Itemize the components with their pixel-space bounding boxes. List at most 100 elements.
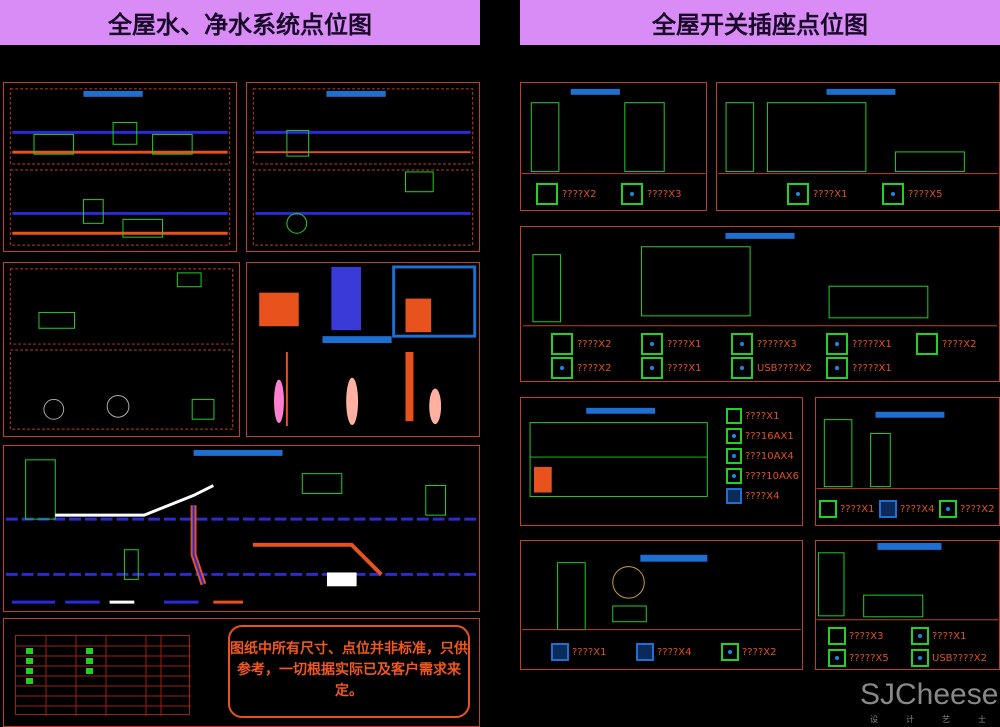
socket-label: ????X2 xyxy=(742,646,777,658)
socket-label: ?????X5 xyxy=(849,652,889,664)
socket-icon xyxy=(879,500,897,518)
socket-icon xyxy=(621,183,643,205)
water-elevation-2 xyxy=(246,82,480,252)
sjcheese-logo: SJCheese xyxy=(860,678,999,711)
socket-panel-entry: ????X2 ????X3 xyxy=(520,82,707,211)
socket-icon xyxy=(726,408,742,424)
socket-label: ????X4 xyxy=(745,490,780,502)
socket-icon xyxy=(551,357,573,379)
socket-icon xyxy=(911,627,929,645)
socket-icon xyxy=(828,649,846,667)
socket-panel-dining: ????X1 ????X5 xyxy=(716,82,1000,211)
socket-label: ????10AX6 xyxy=(745,470,800,482)
socket-label: ????X1 xyxy=(667,362,702,374)
socket-legend-item: ????X4 xyxy=(636,643,691,661)
socket-legend-item: ????X3 xyxy=(828,627,883,645)
socket-legend-item: ?????X1 xyxy=(826,357,892,379)
socket-legend-item: ?????X3 xyxy=(731,333,797,355)
socket-icon xyxy=(636,643,654,661)
disclaimer-note: 图纸中所有尺寸、点位并非标准，只供参考，一切根据实际已及客户需求来定。 xyxy=(228,625,470,718)
socket-label: ?????X1 xyxy=(852,338,892,350)
socket-label: ???16AX1 xyxy=(745,430,794,442)
socket-icon xyxy=(551,333,573,355)
socket-label: ????X2 xyxy=(942,338,977,350)
socket-label: ????X1 xyxy=(745,410,780,422)
socket-panel-kitchen: ????X1 ???16AX1 ???10AX4 ????10AX6 ????X… xyxy=(520,397,803,526)
socket-legend-item: ????X2 xyxy=(916,333,976,355)
socket-label: ????X4 xyxy=(657,646,692,658)
socket-legend-item: ????X1 xyxy=(819,500,874,518)
logo-subtitle: 设计艺士 xyxy=(870,715,1000,724)
socket-legend-item: ????X3 xyxy=(621,183,681,205)
socket-legend-item: ????X2 xyxy=(939,500,994,518)
socket-label: ???10AX4 xyxy=(745,450,794,462)
socket-icon xyxy=(726,488,742,504)
socket-legend-item: ????X2 xyxy=(551,357,611,379)
socket-label: USB????X2 xyxy=(757,362,812,374)
socket-label: ????X3 xyxy=(849,630,884,642)
socket-legend-item: ?????X5 xyxy=(828,649,889,667)
socket-icon xyxy=(826,357,848,379)
socket-label: ????X2 xyxy=(577,362,612,374)
socket-legend-item: ????10AX6 xyxy=(726,468,799,484)
socket-legend-item: ????X1 xyxy=(641,357,701,379)
shower-diagram xyxy=(246,262,480,437)
socket-legend-item: ????X5 xyxy=(882,183,942,205)
socket-icon xyxy=(911,649,929,667)
water-elevation-1 xyxy=(3,82,237,252)
socket-icon xyxy=(726,428,742,444)
socket-label: ????X2 xyxy=(960,503,995,515)
socket-legend-item: ???10AX4 xyxy=(726,448,794,464)
socket-icon xyxy=(828,627,846,645)
socket-legend-item: ????X1 xyxy=(787,183,847,205)
socket-legend-item: ????X2 xyxy=(721,643,776,661)
socket-panel-living: ????X2 ????X1 ?????X3 ?????X1 ????X2 ???… xyxy=(520,226,1000,382)
socket-icon xyxy=(551,643,569,661)
legend-table xyxy=(15,635,191,716)
socket-legend-item: ????X1 xyxy=(911,627,966,645)
socket-legend-item: ????X1 xyxy=(726,408,779,424)
socket-label: ????X1 xyxy=(840,503,875,515)
socket-label: ?????X3 xyxy=(757,338,797,350)
socket-legend-item: ????X2 xyxy=(536,183,596,205)
socket-legend-item: ?????X1 xyxy=(826,333,892,355)
socket-label: ????X1 xyxy=(667,338,702,350)
socket-legend-item: USB????X2 xyxy=(911,649,987,667)
socket-label: ????X1 xyxy=(572,646,607,658)
socket-panel-bathroom: ????X1 ????X4 ????X2 xyxy=(520,540,803,670)
socket-label: ????X4 xyxy=(900,503,935,515)
socket-icon xyxy=(939,500,957,518)
socket-icon xyxy=(731,333,753,355)
socket-label: ????X2 xyxy=(562,188,597,200)
switch-icon xyxy=(536,183,558,205)
socket-legend-item: ???16AX1 xyxy=(726,428,794,444)
socket-legend-item: ????X2 xyxy=(551,333,611,355)
socket-icon xyxy=(916,333,938,355)
socket-label: ????X3 xyxy=(647,188,682,200)
socket-icon xyxy=(726,448,742,464)
socket-icon xyxy=(726,468,742,484)
socket-legend-item: ????X4 xyxy=(726,488,779,504)
socket-legend-item: ????X1 xyxy=(641,333,701,355)
socket-label: ????X1 xyxy=(813,188,848,200)
switch-socket-title: 全屋开关插座点位图 xyxy=(520,0,1000,45)
socket-label: ?????X1 xyxy=(852,362,892,374)
socket-icon xyxy=(641,333,663,355)
socket-legend-item: USB????X2 xyxy=(731,357,812,379)
socket-icon xyxy=(882,183,904,205)
whole-house-water-plan xyxy=(3,445,480,612)
socket-icon xyxy=(819,500,837,518)
socket-legend-item: ????X1 xyxy=(551,643,606,661)
socket-icon xyxy=(641,357,663,379)
socket-label: ????X1 xyxy=(932,630,967,642)
socket-icon xyxy=(826,333,848,355)
socket-icon xyxy=(721,643,739,661)
water-system-title: 全屋水、净水系统点位图 xyxy=(0,0,480,45)
socket-legend-item: ????X4 xyxy=(879,500,934,518)
socket-label: USB????X2 xyxy=(932,652,987,664)
socket-panel-bedroom: ????X3 ????X1 ?????X5 USB????X2 xyxy=(815,540,1000,670)
socket-icon xyxy=(731,357,753,379)
socket-panel-laundry: ????X1 ????X4 ????X2 xyxy=(815,397,1000,526)
socket-label: ????X5 xyxy=(908,188,943,200)
water-elevation-3 xyxy=(3,262,240,437)
